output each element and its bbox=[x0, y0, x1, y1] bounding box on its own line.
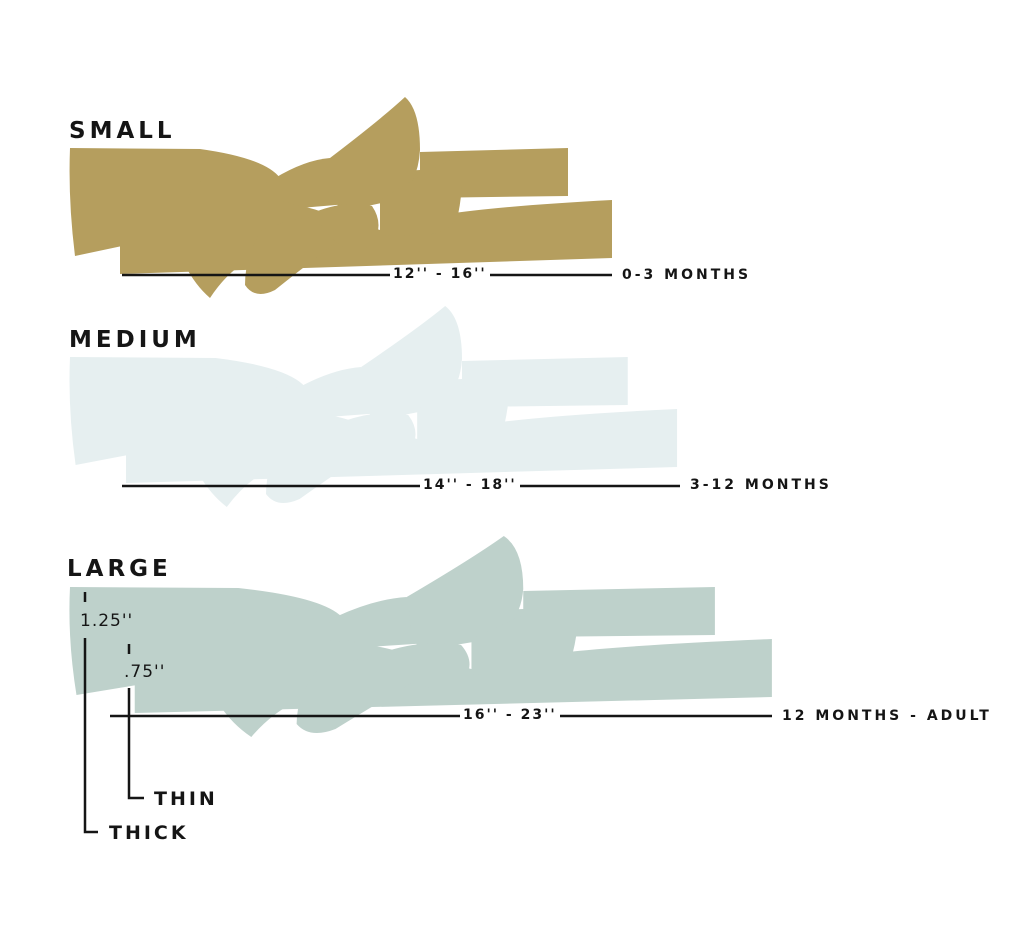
headband-large bbox=[69, 536, 772, 737]
measure-lines bbox=[83, 273, 772, 834]
length-large: 16'' - 23'' bbox=[460, 707, 560, 723]
age-large: 12 MONTHS - ADULT bbox=[782, 708, 992, 724]
thin-leader bbox=[127, 644, 144, 800]
thick-leader bbox=[83, 592, 98, 834]
thin-width-value: .75'' bbox=[124, 662, 166, 682]
length-small: 12'' - 16'' bbox=[390, 266, 490, 282]
size-title-small: SMALL bbox=[69, 118, 176, 144]
size-title-medium: MEDIUM bbox=[69, 327, 201, 353]
size-title-large: LARGE bbox=[67, 556, 172, 582]
thin-label: THIN bbox=[154, 788, 218, 810]
age-medium: 3-12 MONTHS bbox=[690, 477, 832, 493]
age-small: 0-3 MONTHS bbox=[622, 267, 752, 283]
thick-label: THICK bbox=[109, 822, 189, 844]
length-medium: 14'' - 18'' bbox=[420, 477, 520, 493]
thick-width-value: 1.25'' bbox=[80, 611, 134, 631]
